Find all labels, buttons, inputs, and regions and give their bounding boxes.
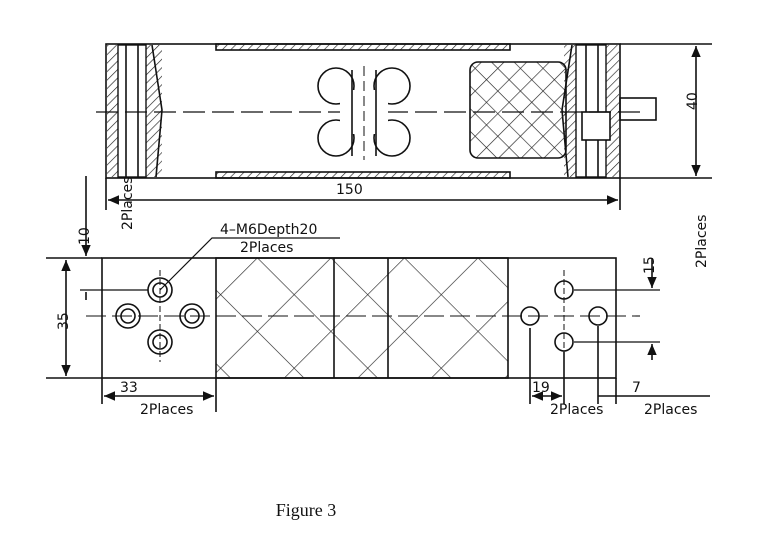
side-view (96, 43, 712, 210)
dim-40-label: 40 (685, 92, 701, 110)
bottom-strip (215, 171, 511, 179)
dim-35-label: 35 (56, 312, 72, 330)
left-holes (115, 270, 205, 362)
thread-note-label: 4–M6Depth20 (220, 222, 317, 238)
figure-caption: Figure 3 (275, 500, 337, 520)
top-strip (215, 43, 511, 51)
dim-19-label: 19 (532, 380, 550, 396)
dim-10-places-label: 2Places (120, 177, 136, 230)
flexure-holes (317, 66, 411, 160)
dim-33-label: 33 (120, 380, 138, 396)
dim-150-label: 150 (336, 182, 363, 198)
gauge-pad (469, 61, 567, 159)
plan-gauge-area (215, 257, 509, 379)
thread-places-label: 2Places (240, 240, 293, 256)
dim-10-label: 10 (77, 227, 93, 245)
dim-15-label: 15 (642, 256, 658, 274)
dim-19-places-label: 2Places (550, 402, 603, 418)
dim-15-places-label: 2Places (694, 215, 710, 268)
dim-7-label: 7 (632, 380, 641, 396)
cable (619, 97, 657, 121)
dim-7-places-label: 2Places (644, 402, 697, 418)
right-holes (520, 270, 608, 362)
dim-33-places-label: 2Places (140, 402, 193, 418)
plan-view (46, 176, 710, 412)
